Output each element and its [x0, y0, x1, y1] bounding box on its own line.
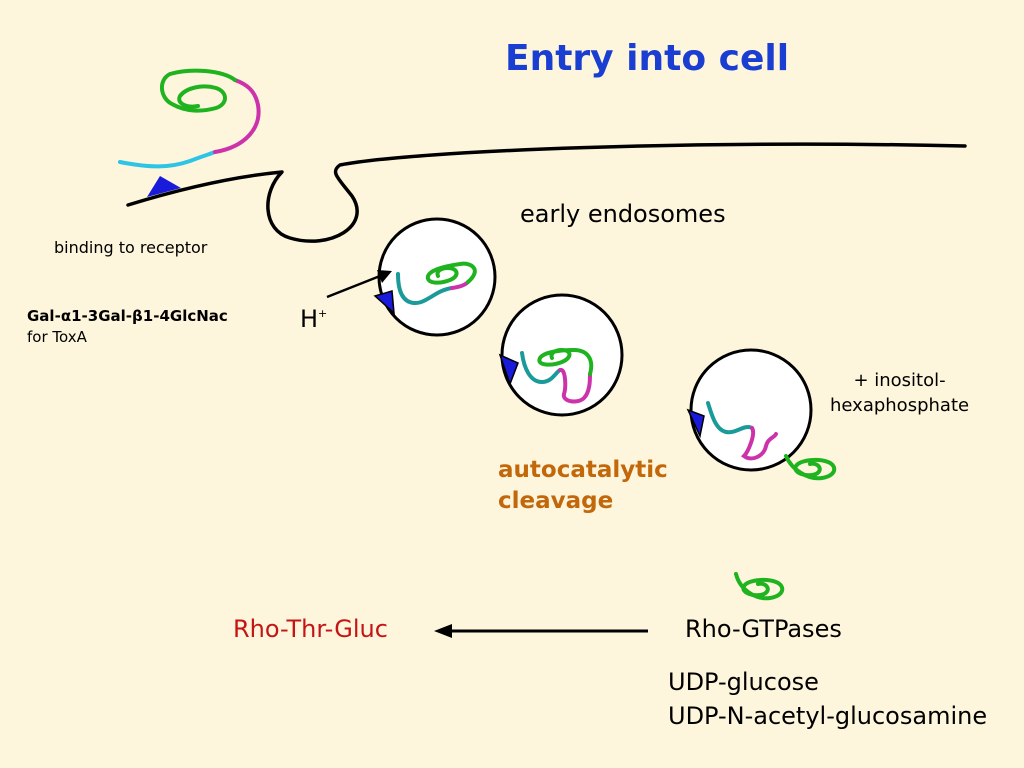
endosome-3-translocation-domain	[740, 426, 778, 461]
released-catalytic-domain	[784, 454, 837, 481]
receptor-toxin-label: for ToxA	[27, 328, 87, 346]
substrate-label: Rho-GTPases	[685, 615, 842, 643]
proton-label: H+	[300, 305, 328, 333]
inositol-hexaphosphate-label: + inositol- hexaphosphate	[830, 370, 970, 416]
endosome-2-receptor	[498, 353, 519, 387]
endosome-2	[500, 293, 624, 417]
cell-membrane	[126, 142, 967, 243]
receptor-sugar-formula: Gal-α1-3Gal-β1-4GlcNac	[27, 307, 228, 325]
toxin-translocation-domain	[213, 78, 261, 154]
binding-to-receptor-label: binding to receptor	[54, 238, 208, 257]
proton-arrow-head	[377, 270, 392, 283]
cosubstrate-udp-glucose: UDP-glucose	[668, 668, 819, 696]
receptor-triangle	[147, 176, 181, 197]
early-endosomes-label: early endosomes	[520, 200, 726, 228]
reaction-arrow-head	[434, 624, 452, 638]
endosome-3-receptor	[686, 408, 705, 439]
endosome-3	[689, 348, 813, 472]
proton-arrow-line	[326, 274, 381, 299]
toxin-catalytic-domain	[160, 68, 237, 113]
endosome-1-catalytic-domain	[425, 261, 477, 285]
endosome-3-binding-domain	[706, 401, 754, 435]
page-title: Entry into cell	[505, 38, 790, 79]
product-label: Rho-Thr-Gluc	[233, 615, 388, 643]
cosubstrate-udp-glcnac: UDP-N-acetyl-glucosamine	[668, 702, 988, 730]
endosome-1-receptor	[373, 290, 395, 315]
receptor-structure-label: Gal-α1-3Gal-β1-4GlcNac for ToxA	[27, 306, 228, 348]
endosome-2-catalytic-domain	[537, 347, 594, 376]
endosome-1-binding-domain	[396, 272, 454, 305]
cytosolic-catalytic-domain	[734, 572, 785, 601]
autocatalytic-cleavage-label: autocatalytic cleavage	[498, 457, 668, 514]
endosome-2-binding-domain	[520, 351, 562, 385]
toxin-binding-domain	[118, 150, 217, 169]
cosubstrates-label: UDP-glucose UDP-N-acetyl-glucosamine	[668, 665, 987, 733]
endosome-2-translocation-domain	[558, 368, 592, 404]
